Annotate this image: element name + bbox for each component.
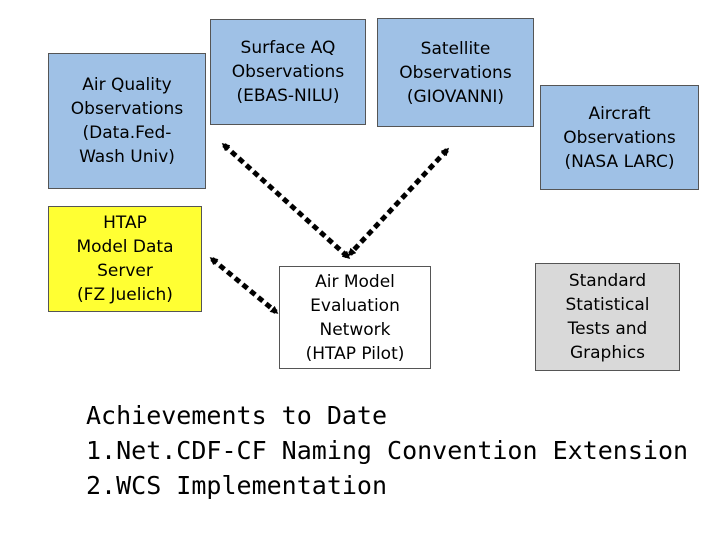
satellite-observations-box: Satellite Observations (GIOVANNI) xyxy=(377,18,534,127)
aircraft-observations-box: Aircraft Observations (NASA LARC) xyxy=(540,85,699,190)
air-model-evaluation-network-box: Air Model Evaluation Network (HTAP Pilot… xyxy=(279,266,431,369)
achievements-text: Achievements to Date 1.Net.CDF-CF Naming… xyxy=(86,398,688,503)
htap-model-data-server-box: HTAP Model Data Server (FZ Juelich) xyxy=(48,206,202,312)
achievement-item-2: 2.WCS Implementation xyxy=(86,471,388,500)
surface-aq-observations-box: Surface AQ Observations (EBAS-NILU) xyxy=(210,19,366,125)
achievement-item-1: 1.Net.CDF-CF Naming Convention Extension xyxy=(86,436,689,465)
air-quality-observations-box: Air Quality Observations (Data.Fed- Wash… xyxy=(48,53,206,189)
statistical-tests-box: Standard Statistical Tests and Graphics xyxy=(535,263,680,371)
arrow-server-to-model xyxy=(209,257,279,314)
arrow-surface-to-model xyxy=(221,142,351,260)
achievements-title: Achievements to Date xyxy=(86,401,388,430)
arrow-satellite-to-model xyxy=(347,147,450,257)
